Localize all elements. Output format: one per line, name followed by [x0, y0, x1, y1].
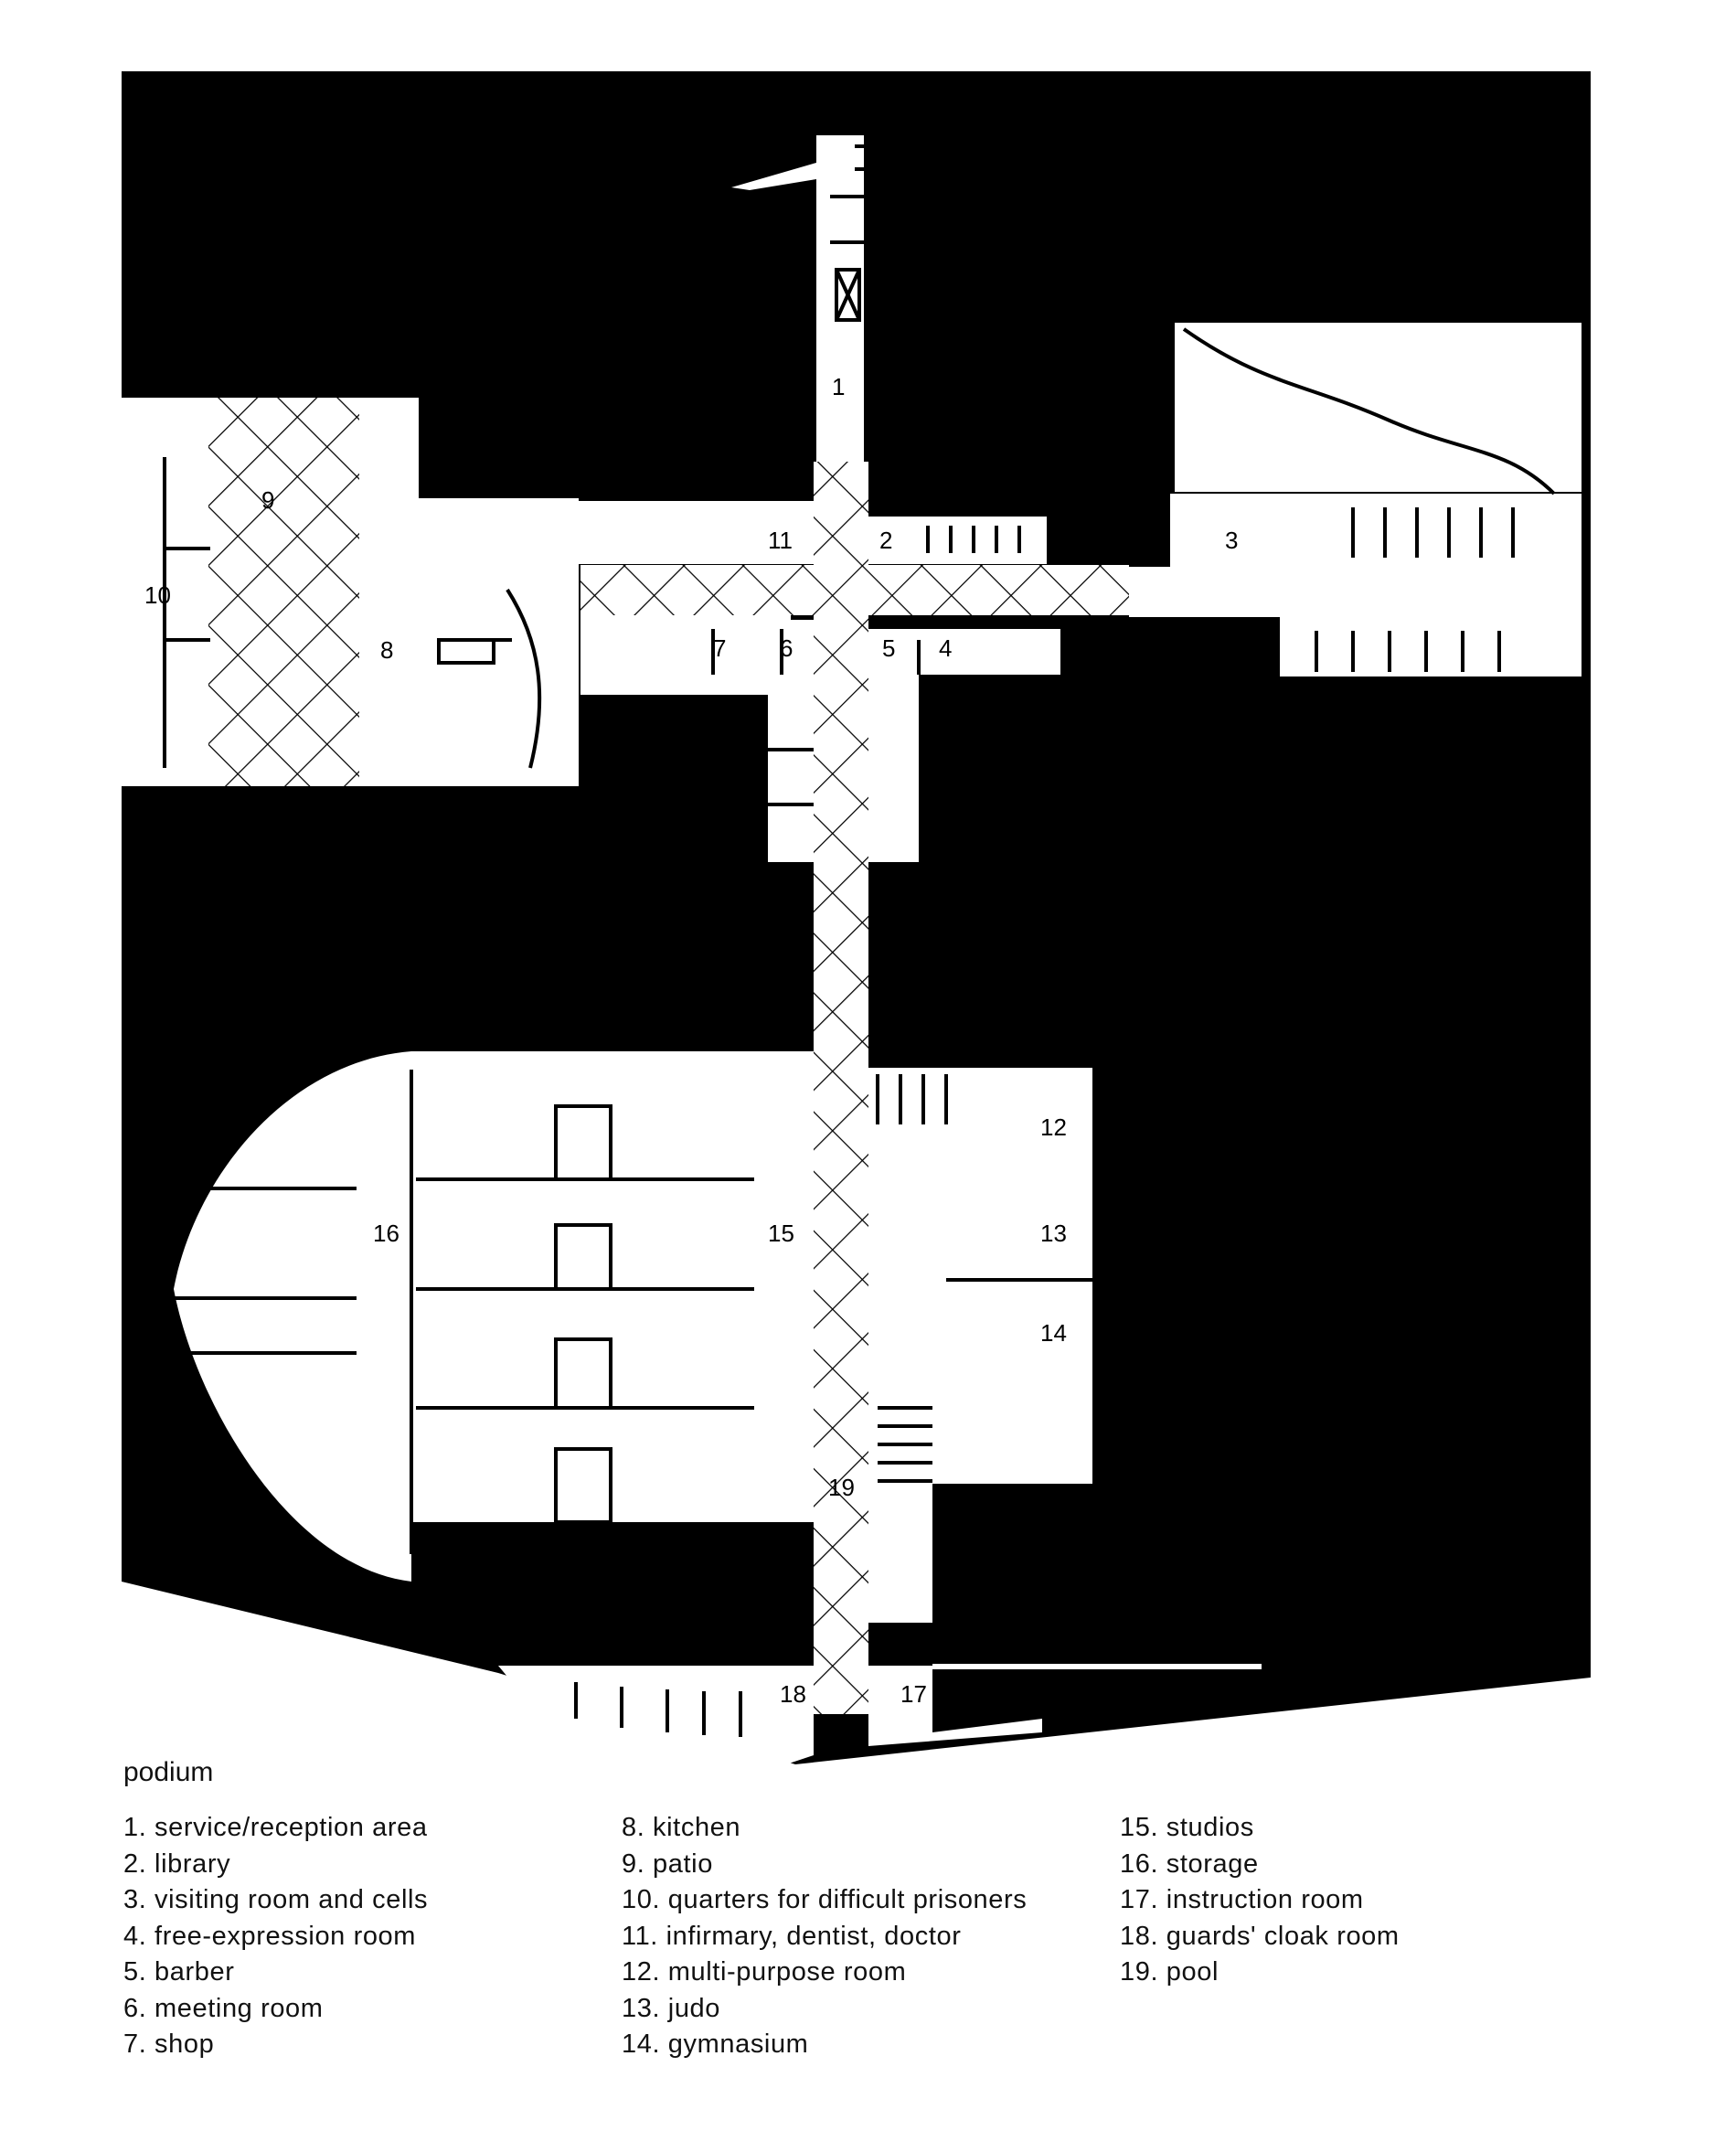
room-number: 9	[261, 486, 274, 514]
pool-corridor	[814, 1367, 868, 1714]
floor-plan: 1 2 3 4 5 6 7 8 9 10 11 12 13 14 15 16 1…	[122, 71, 1591, 1764]
room-number: 5	[882, 634, 895, 662]
legend-column: 8. kitchen 9. patio 10. quarters for dif…	[622, 1810, 1027, 2063]
room-number: 11	[768, 527, 793, 554]
room-number: 18	[780, 1680, 806, 1708]
legend-item: 2. library	[123, 1848, 231, 1879]
east-wing	[1129, 323, 1582, 676]
legend-item: 17. instruction room	[1120, 1885, 1364, 1914]
room-number: 15	[768, 1220, 794, 1247]
room-number: 6	[780, 634, 793, 662]
legend-item: 5. barber	[123, 1957, 235, 1987]
legend-item: 14. gymnasium	[622, 2029, 809, 2059]
room-number: 14	[1040, 1319, 1067, 1347]
legend-item: 1. service/reception area	[123, 1813, 428, 1842]
room-number: 3	[1225, 527, 1238, 554]
legend-item: 3. visiting room and cells	[123, 1885, 429, 1914]
legend-item: 7. shop	[123, 2029, 215, 2059]
legend-item: 9. patio	[622, 1848, 713, 1879]
legend-item: 6. meeting room	[123, 1993, 324, 2023]
room-number: 16	[373, 1220, 399, 1247]
room-number: 19	[828, 1474, 855, 1501]
legend-item: 16. storage	[1120, 1848, 1259, 1879]
legend-column: 15. studios 16. storage 17. instruction …	[1120, 1810, 1400, 1991]
room-number: 17	[900, 1680, 927, 1708]
room-number: 8	[380, 636, 393, 664]
legend-item: 19. pool	[1120, 1957, 1219, 1987]
room-number: 2	[879, 527, 892, 554]
room-number: 13	[1040, 1220, 1067, 1247]
legend-item: 18. guards' cloak room	[1120, 1921, 1400, 1951]
legend-item: 13. judo	[622, 1993, 720, 2023]
room-number: 7	[713, 634, 726, 662]
room-number: 10	[144, 581, 171, 609]
legend-item: 11. infirmary, dentist, doctor	[622, 1921, 962, 1951]
legend: podium 1. service/reception area 2. libr…	[123, 1757, 1677, 2123]
patio-9	[208, 398, 359, 786]
legend-item: 4. free-expression room	[123, 1921, 417, 1951]
legend-heading: podium	[123, 1757, 214, 1787]
legend-item: 8. kitchen	[622, 1813, 741, 1842]
room-number: 12	[1040, 1113, 1067, 1141]
legend-item: 10. quarters for difficult prisoners	[622, 1885, 1028, 1914]
legend-column: 1. service/reception area 2. library 3. …	[123, 1810, 428, 2063]
reception-wing	[731, 135, 867, 464]
legend-item: 15. studios	[1120, 1813, 1254, 1842]
room-number: 4	[939, 634, 952, 662]
room-number: 1	[832, 373, 845, 400]
room-numbers: 1 2 3 4 5 6 7 8 9 10 11 12 13 14 15 16 1…	[144, 373, 1238, 1708]
legend-item: 12. multi-purpose room	[622, 1957, 907, 1987]
